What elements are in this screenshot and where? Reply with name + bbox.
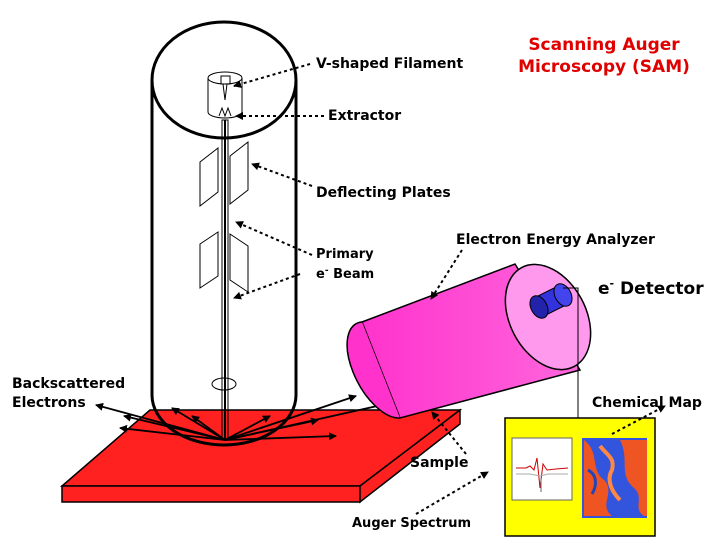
- aperture: [211, 377, 237, 391]
- backscattered-label-line2: Electrons: [12, 395, 86, 411]
- extractor-label: Extractor: [328, 108, 401, 124]
- analyzer-label: Electron Energy Analyzer: [456, 232, 655, 248]
- sample-slab: [59, 408, 463, 504]
- auger-spectrum-plot: [516, 457, 569, 492]
- sample-label: Sample: [410, 455, 468, 471]
- diagram-title-line1: Scanning Auger: [528, 35, 680, 55]
- leader-arrows: [233, 63, 666, 515]
- deflecting-plates-label: Deflecting Plates: [316, 185, 451, 201]
- auger-spectrum-label: Auger Spectrum: [352, 516, 471, 531]
- deflecting-plate-upper: [199, 140, 249, 208]
- filament-housing: [207, 71, 243, 119]
- backscattered-label-line1: Backscattered: [12, 376, 125, 392]
- backscattered-arrows: [95, 394, 396, 441]
- primary-beam-label-line2: e- Beam: [316, 266, 374, 282]
- deflecting-plate-lower: [199, 231, 249, 293]
- electron-detector: [529, 283, 573, 319]
- electron-energy-analyzer: [346, 263, 592, 419]
- filament-label: V-shaped Filament: [316, 56, 463, 72]
- primary-beam: [221, 119, 229, 441]
- chemical-map-image: [582, 438, 647, 518]
- detector-label: e- Detector: [598, 277, 704, 299]
- signal-wire: [563, 287, 579, 418]
- primary-beam-label-line1: Primary: [316, 247, 374, 262]
- diagram-title-line2: Microscopy (SAM): [518, 57, 690, 77]
- display-panel: [504, 417, 656, 537]
- chemical-map-label: Chemical Map: [592, 395, 702, 411]
